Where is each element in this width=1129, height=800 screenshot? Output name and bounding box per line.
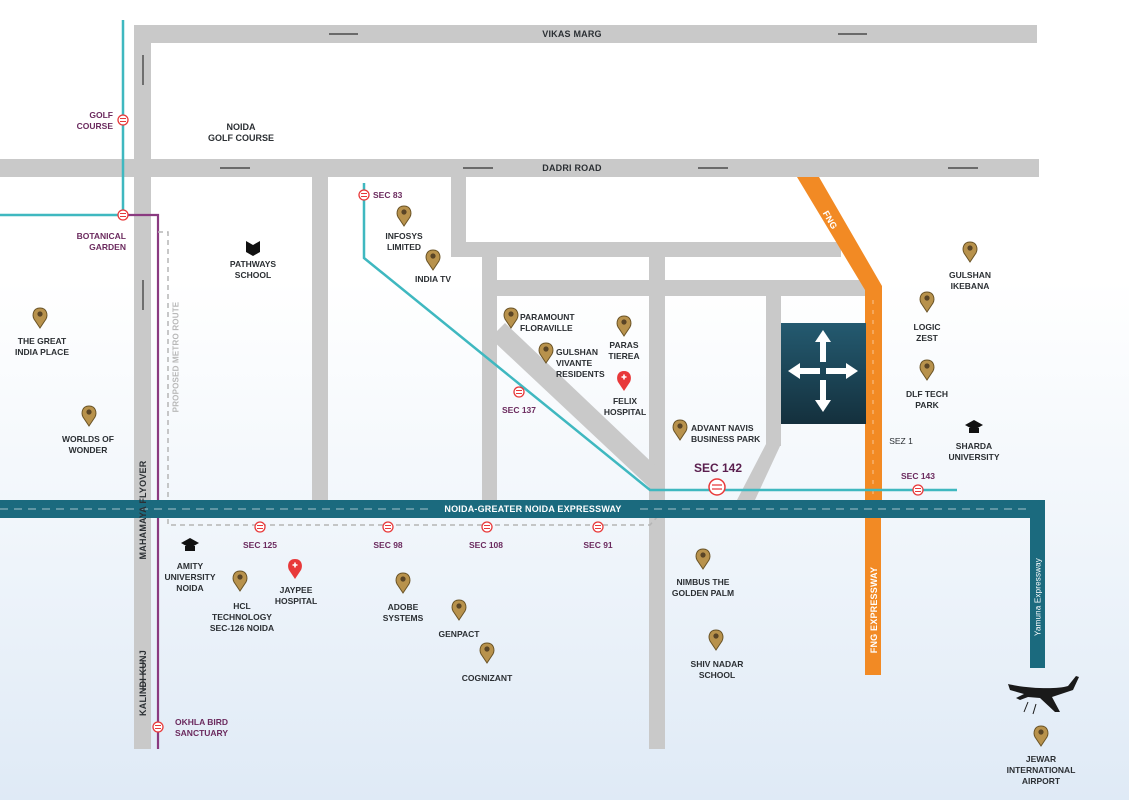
road-label-mahamaya-flyover: MAHAMAYA FLYOVER xyxy=(138,460,148,560)
metro-label-sec108: SEC 108 xyxy=(468,540,504,550)
metro-label-botanical-garden: BOTANICAL GARDEN xyxy=(76,231,126,252)
place-label-shiv-nadar-school: SHIV NADAR SCHOOL xyxy=(690,659,744,680)
metro-label-okhla-bird-sanctuary: OKHLA BIRD SANCTUARY xyxy=(175,717,229,738)
metro-station-markers xyxy=(117,114,924,733)
place-label-gulshan-vivante: GULSHAN VIVANTE RESIDENTS xyxy=(556,347,605,379)
road-label-vikas-marg: VIKAS MARG xyxy=(542,29,602,39)
road-label-kalindi-kunj: KALINDI KUNJ xyxy=(138,650,148,716)
place-label-nimbus-golden-palm: NIMBUS THE GOLDEN PALM xyxy=(671,577,735,598)
place-label-adobe-systems: ADOBE SYSTEMS xyxy=(382,602,424,623)
road-label-fng-expressway: FNG EXPRESSWAY xyxy=(869,566,879,654)
metro-label-sec91: SEC 91 xyxy=(583,540,613,550)
area-label-sez1: SEZ 1 xyxy=(889,436,913,446)
place-label-jaypee-hospital: JAYPEE HOSPITAL xyxy=(274,585,318,606)
place-label-pathways-school: PATHWAYS SCHOOL xyxy=(229,259,277,280)
place-label-jewar-airport: JEWAR INTERNATIONAL AIRPORT xyxy=(1006,754,1076,786)
place-label-gulshan-ikebana: GULSHAN IKEBANA xyxy=(948,270,992,291)
road-label-dadri-road: DADRI ROAD xyxy=(542,163,602,173)
fng-expressway-line xyxy=(797,177,882,675)
project-location-tile xyxy=(781,323,866,424)
place-label-the-great-india-place: THE GREAT INDIA PLACE xyxy=(15,336,69,357)
metro-label-sec143: SEC 143 xyxy=(900,471,936,481)
place-label-paramount-floraville: PARAMOUNT FLORAVILLE xyxy=(520,312,575,333)
noida-greater-noida-expressway-line xyxy=(0,500,1045,668)
place-label-hcl-technology: HCL TECHNOLOGY SEC-126 NOIDA xyxy=(209,601,275,633)
place-label-genpact: GENPACT xyxy=(438,629,480,639)
place-label-dlf-tech-park: DLF TECH PARK xyxy=(905,389,949,410)
metro-label-sec137: SEC 137 xyxy=(501,405,537,415)
road-label-proposed-metro: PROPOSED METRO ROUTE xyxy=(171,301,181,413)
place-label-felix-hospital: FELIX HOSPITAL xyxy=(603,396,647,417)
road-dashes xyxy=(142,33,978,690)
place-label-advant-navis: ADVANT NAVIS BUSINESS PARK xyxy=(691,423,761,444)
metro-label-sec125: SEC 125 xyxy=(242,540,278,550)
place-label-logic-zest: LOGIC ZEST xyxy=(913,322,941,343)
place-label-india-tv: INDIA TV xyxy=(414,274,452,284)
place-label-paras-tierea: PARAS TIEREA xyxy=(608,340,640,361)
airplane-icon xyxy=(1008,676,1079,715)
metro-label-sec142: SEC 142 xyxy=(693,461,743,475)
road-label-yamuna-expressway: Yamuna Expressway xyxy=(1033,558,1043,636)
place-label-worlds-of-wonder: WORLDS OF WONDER xyxy=(62,434,114,455)
road-label-expressway: NOIDA-GREATER NOIDA EXPRESSWAY xyxy=(444,504,622,514)
place-label-sharda-university: SHARDA UNIVERSITY xyxy=(948,441,1000,462)
metro-label-sec98: SEC 98 xyxy=(373,540,403,550)
school-icons xyxy=(181,241,983,551)
place-label-amity-university: AMITY UNIVERSITY NOIDA xyxy=(164,561,216,593)
place-label-cognizant: COGNIZANT xyxy=(461,673,513,683)
metro-label-sec83: SEC 83 xyxy=(373,190,403,200)
area-label-noida-golf-course: NOIDA GOLF COURSE xyxy=(207,122,275,143)
place-label-infosys: INFOSYS LIMITED xyxy=(385,231,423,252)
metro-label-golf-course: GOLF COURSE xyxy=(76,110,113,131)
